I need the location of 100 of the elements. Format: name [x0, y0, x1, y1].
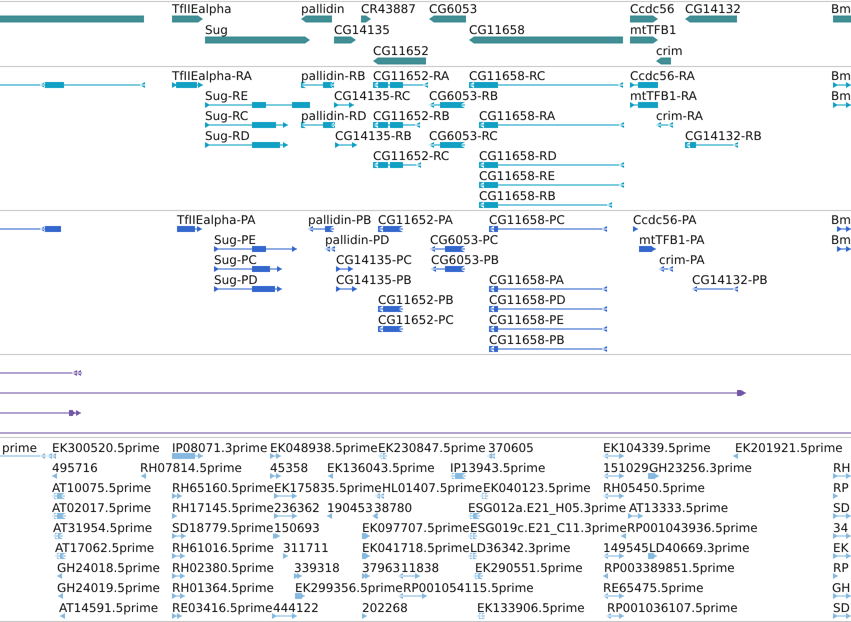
est-label: RH07814.5prime — [140, 462, 242, 474]
est-label: LD36342.3prime — [470, 542, 571, 554]
est-label: RH01364.5prime — [172, 582, 274, 594]
gene-label: pallidin — [301, 2, 345, 14]
est-label: LD40669.3prime — [649, 542, 750, 554]
protein-label: CG11652-PB — [378, 294, 454, 306]
transcript-label: Bm — [831, 90, 851, 102]
est-label: RE65475.5prime — [603, 582, 704, 594]
est-label: ESG012a.E21_H05.3prime — [468, 502, 626, 514]
transcript-label: CG6053-RB — [429, 90, 498, 102]
est-label: 495716 — [52, 462, 98, 474]
transcript-label: CG6053-RC — [429, 130, 498, 142]
protein-label: CG11652-PA — [378, 214, 453, 226]
est-label: GH24019.5prime — [57, 582, 160, 594]
transcript-label: CG14135-RC — [334, 90, 410, 102]
transcript-label: CG11652-RB — [373, 110, 450, 122]
est-label: EK104339.5prime — [603, 442, 711, 454]
gene-label: Sug — [205, 24, 228, 36]
est-label: EK290551.5prime — [475, 562, 583, 574]
est-label: AT31954.5prime — [53, 522, 152, 534]
gene-label: CR43887 — [361, 2, 416, 14]
protein-label: CG11658-PD — [489, 294, 566, 306]
transcript-label: Bm — [831, 70, 851, 82]
est-label: AT10075.5prime — [52, 482, 152, 494]
est-label: EK230847.5prime — [378, 442, 486, 454]
est-label: RH — [833, 462, 850, 474]
gene-label: CG14132 — [685, 2, 741, 14]
est-label: EK201921.5prime — [735, 442, 843, 454]
est-label: ESG019c.E21_C11.3prime — [470, 522, 627, 534]
transcript-label: CG11652-RC — [373, 150, 450, 162]
est-label: EK097707.5prime — [362, 522, 470, 534]
est-label: RH61016.5prime — [172, 542, 274, 554]
est-label: 202268 — [362, 602, 408, 614]
gene-label: Bm — [831, 2, 851, 14]
est-label: EK175835.5prime — [274, 482, 382, 494]
transcript-label: CG11658-RA — [479, 110, 556, 122]
est-label: EK — [833, 542, 848, 554]
est-label: 236362 — [274, 502, 320, 514]
est-label: RP001036107.5prime — [607, 602, 738, 614]
est-label: 339318 — [294, 562, 340, 574]
protein-label: pallidin-PD — [325, 234, 390, 246]
est-label: 149545 — [603, 542, 649, 554]
protein-label: Sug-PE — [214, 234, 256, 246]
gene-label: CG6053 — [429, 2, 478, 14]
protein-label: TfIIEalpha-PA — [177, 214, 256, 226]
est-label: 45358 — [270, 462, 308, 474]
est-label: EK300520.5prime — [52, 442, 160, 454]
est-label: GH24018.5prime — [57, 562, 160, 574]
est-label: SD18779.5prime — [172, 522, 274, 534]
protein-label: CG6053-PC — [430, 234, 498, 246]
est-label: AT13333.5prime — [629, 502, 728, 514]
transcript-label: pallidin-RB — [301, 70, 366, 82]
gene-label: CG11652 — [373, 44, 429, 56]
est-label: 11838 — [401, 562, 440, 574]
est-label: 311711 — [283, 542, 329, 554]
est-label: 38780 — [374, 502, 412, 514]
est-label: EK136043.5prime — [327, 462, 435, 474]
est-label: AT17062.5prime — [55, 542, 154, 554]
est-label: GH — [832, 582, 850, 594]
transcript-label: CG11658-RD — [479, 150, 557, 162]
transcript-label: CG11652-RA — [373, 70, 450, 82]
est-label: EK048938.5prime — [270, 442, 378, 454]
gene-label: CG14135 — [334, 24, 390, 36]
protein-label: crim-PA — [659, 254, 705, 266]
est-label: prime — [2, 442, 37, 454]
est-label: RP001043936.5prime — [627, 522, 758, 534]
transcript-label: Sug-RE — [205, 90, 248, 102]
transcript-label: Sug-RC — [205, 110, 248, 122]
transcript-label: Ccdc56-RA — [630, 70, 695, 82]
gene-label: Ccdc56 — [630, 2, 674, 14]
est-label: AT02017.5prime — [52, 502, 152, 514]
transcript-label: crim-RA — [656, 110, 703, 122]
protein-label: CG11652-PC — [378, 314, 454, 326]
protein-label: CG11658-PB — [489, 334, 565, 346]
transcript-label: TfIIEalpha-RA — [172, 70, 252, 82]
protein-label: Ccdc56-PA — [633, 214, 696, 226]
transcript-label: CG11658-RB — [479, 190, 556, 202]
est-label: IP13943.5prime — [450, 462, 546, 474]
est-label: RH17145.5prime — [172, 502, 274, 514]
est-label: EK040123.5prime — [483, 482, 591, 494]
gene-label: mtTFB1 — [630, 24, 676, 36]
gene-label: CG11658 — [469, 24, 525, 36]
est-label: EK041718.5prime — [362, 542, 470, 554]
protein-label: CG11658-PA — [489, 274, 564, 286]
est-label: RP003389851.5prime — [604, 562, 735, 574]
est-label: 151029 — [603, 462, 649, 474]
est-label: SD — [833, 502, 850, 514]
est-label: RP — [833, 562, 849, 574]
est-label: SD — [833, 602, 850, 614]
gene-label: TfIIEalpha — [172, 2, 232, 14]
transcript-label: pallidin-RD — [301, 110, 366, 122]
protein-label: Sug-PC — [214, 254, 257, 266]
protein-label: Sug-PD — [214, 274, 258, 286]
transcript-label: CG14132-RB — [685, 130, 762, 142]
transcript-label: Sug-RD — [205, 130, 250, 142]
est-label: IP08071.3prime — [172, 442, 268, 454]
protein-label: CG6053-PB — [431, 254, 500, 266]
est-label: HL01407.5prime — [382, 482, 482, 494]
est-label: RH02380.5prime — [172, 562, 274, 574]
protein-label: Bm — [831, 234, 851, 246]
